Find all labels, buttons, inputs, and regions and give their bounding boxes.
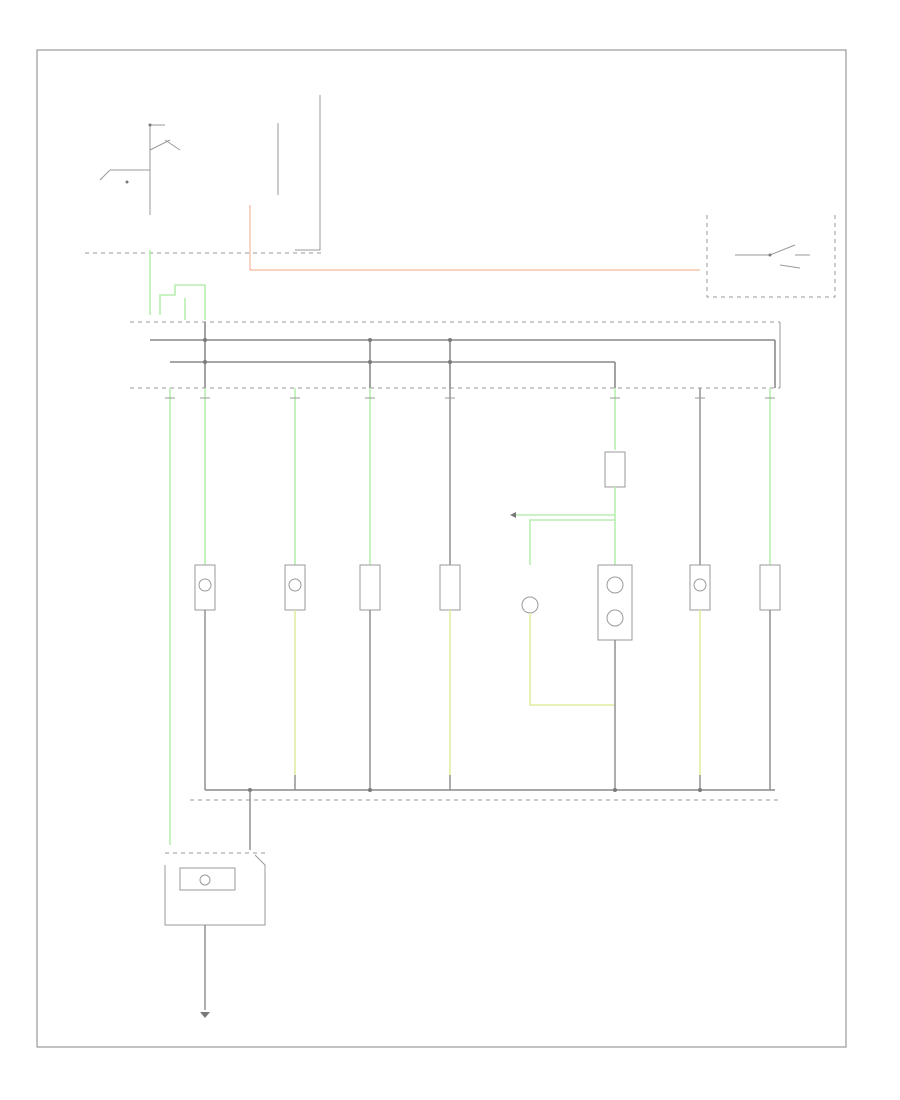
relay-bracket	[277, 95, 321, 251]
bottom-module	[164, 852, 266, 1018]
lighting-switch-box	[706, 215, 836, 298]
component-c7	[689, 564, 711, 611]
component-c5	[521, 596, 539, 614]
component-row	[194, 564, 781, 641]
illumination-control-group	[510, 451, 626, 565]
diagram-frame	[36, 49, 847, 1048]
branch-wires	[169, 388, 771, 845]
feed-wire-2	[159, 284, 206, 320]
return-wires	[204, 610, 771, 790]
component-c8	[759, 564, 781, 611]
component-c2	[284, 564, 306, 611]
ignition-switch-symbol	[99, 124, 181, 215]
component-c1	[194, 564, 216, 611]
component-c6	[597, 564, 633, 641]
illum-control-box	[604, 451, 626, 488]
component-c4	[439, 564, 461, 611]
dimmer-signal-wire	[249, 205, 700, 271]
fuse-block-section	[85, 95, 322, 254]
connector-bus	[130, 321, 781, 389]
dimmer-switch-symbol	[735, 244, 810, 269]
ground-bus	[190, 788, 780, 850]
component-c3	[359, 564, 381, 611]
